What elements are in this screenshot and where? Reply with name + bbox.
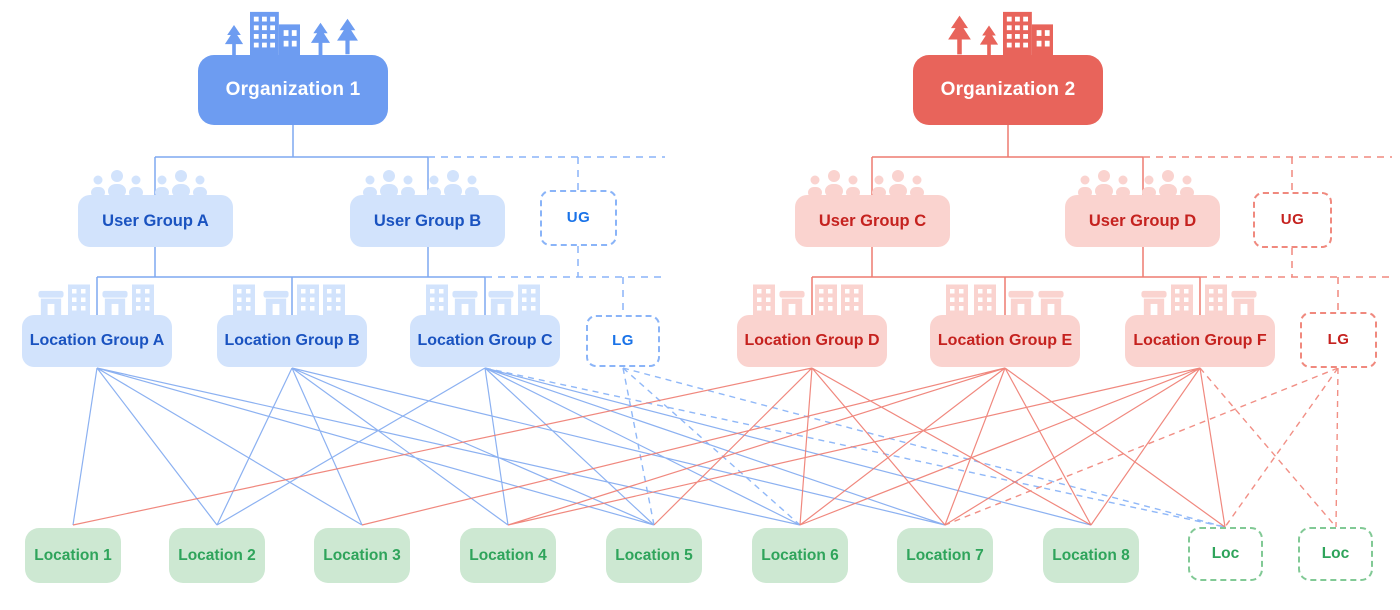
location-6-node: Location 6 [752,528,848,583]
blue-dashed-tree-connectors [428,156,665,315]
user-group-placeholder-red: UG [1253,192,1332,248]
location-placeholder-1: Loc [1188,527,1263,581]
red-location-links [72,367,1226,528]
location-group-placeholder-blue: LG [586,315,660,367]
blue-location-links [72,367,1092,526]
location-5-node: Location 5 [606,528,702,583]
user-group-d-node: User Group D [1065,195,1220,247]
location-4-node: Location 4 [460,528,556,583]
location-group-c-node: Location Group C [410,315,560,367]
red-tree-connectors [811,125,1201,315]
red-dashed-location-links [944,367,1339,528]
organization-1-node: Organization 1 [198,55,388,125]
location-3-node: Location 3 [314,528,410,583]
location-group-f-node: Location Group F [1125,315,1275,367]
user-group-a-node: User Group A [78,195,233,247]
location-group-placeholder-red: LG [1300,312,1377,368]
location-group-e-node: Location Group E [930,315,1080,367]
blue-dashed-location-links [484,367,1226,528]
blue-tree-connectors [96,125,486,315]
user-group-c-node: User Group C [795,195,950,247]
red-dashed-tree-connectors [1143,156,1392,312]
location-8-node: Location 8 [1043,528,1139,583]
user-group-b-node: User Group B [350,195,505,247]
location-7-node: Location 7 [897,528,993,583]
user-group-placeholder-blue: UG [540,190,617,246]
location-placeholder-2: Loc [1298,527,1373,581]
location-group-d-node: Location Group D [737,315,887,367]
location-2-node: Location 2 [169,528,265,583]
location-1-node: Location 1 [25,528,121,583]
organization-2-node: Organization 2 [913,55,1103,125]
location-group-a-node: Location Group A [22,315,172,367]
location-group-b-node: Location Group B [217,315,367,367]
